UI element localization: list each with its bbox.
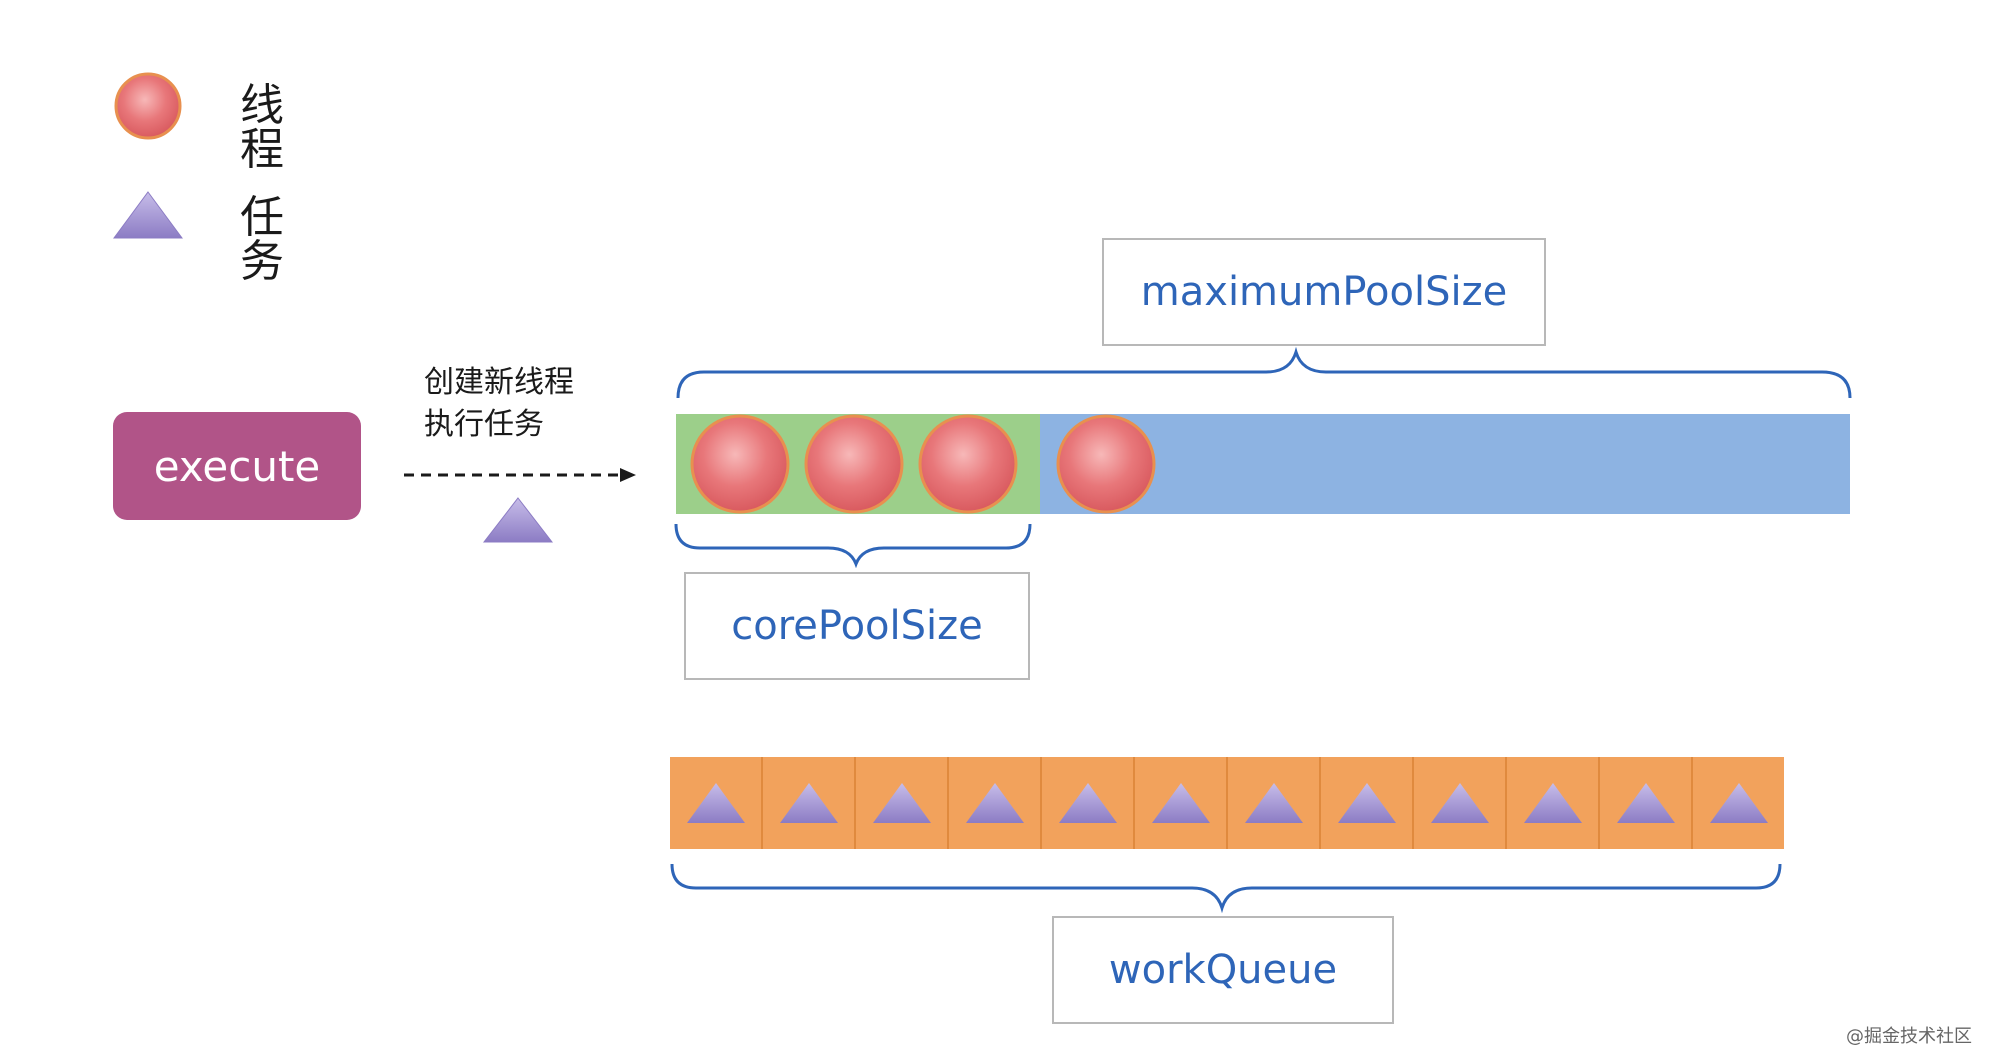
thread-icon — [804, 414, 904, 514]
task-icon — [1616, 783, 1675, 823]
queue-cell — [949, 757, 1042, 849]
queue-cell — [763, 757, 856, 849]
queue-cell — [1135, 757, 1228, 849]
dashed-arrow — [404, 468, 636, 482]
pool-threads — [690, 414, 1156, 514]
queue-cell — [1414, 757, 1507, 849]
arrow-label: 创建新线程 执行任务 — [424, 362, 574, 446]
legend-task-label: 任务 — [240, 192, 284, 287]
queue-cell — [1507, 757, 1600, 849]
task-icon — [1709, 783, 1768, 823]
task-icon — [1058, 783, 1117, 823]
queue-cell — [1600, 757, 1693, 849]
watermark: @掘金技术社区 — [1846, 1026, 1972, 1047]
thread-icon — [1056, 414, 1156, 514]
maximum-pool-size-brace — [676, 346, 1852, 399]
queue-cell — [670, 757, 763, 849]
core-pool-size-label: corePoolSize — [684, 572, 1030, 680]
work-queue-bar — [670, 757, 1784, 849]
queue-cell — [1321, 757, 1414, 849]
task-icon — [1151, 783, 1210, 823]
thread-icon — [690, 414, 790, 514]
work-queue-brace — [670, 863, 1782, 914]
core-pool-size-brace — [674, 523, 1032, 568]
thread-icon — [114, 72, 182, 140]
arrow-label-line1: 创建新线程 — [424, 365, 574, 400]
queue-cell — [1228, 757, 1321, 849]
legend-thread-label: 线程 — [240, 80, 284, 175]
maximum-pool-size-label: maximumPoolSize — [1102, 238, 1546, 346]
queue-cell — [1042, 757, 1135, 849]
task-icon — [1337, 783, 1396, 823]
task-icon — [1244, 783, 1303, 823]
thread-icon — [918, 414, 1018, 514]
task-icon — [965, 783, 1024, 823]
task-icon — [779, 783, 838, 823]
task-icon — [1523, 783, 1582, 823]
task-icon — [113, 191, 183, 239]
incoming-task-icon — [482, 497, 554, 543]
task-icon — [872, 783, 931, 823]
task-icon — [1430, 783, 1489, 823]
queue-cell — [856, 757, 949, 849]
task-icon — [686, 783, 745, 823]
queue-cell — [1693, 757, 1784, 849]
execute-button[interactable]: execute — [113, 412, 361, 520]
arrow-label-line2: 执行任务 — [424, 407, 544, 442]
work-queue-label: workQueue — [1052, 916, 1394, 1024]
